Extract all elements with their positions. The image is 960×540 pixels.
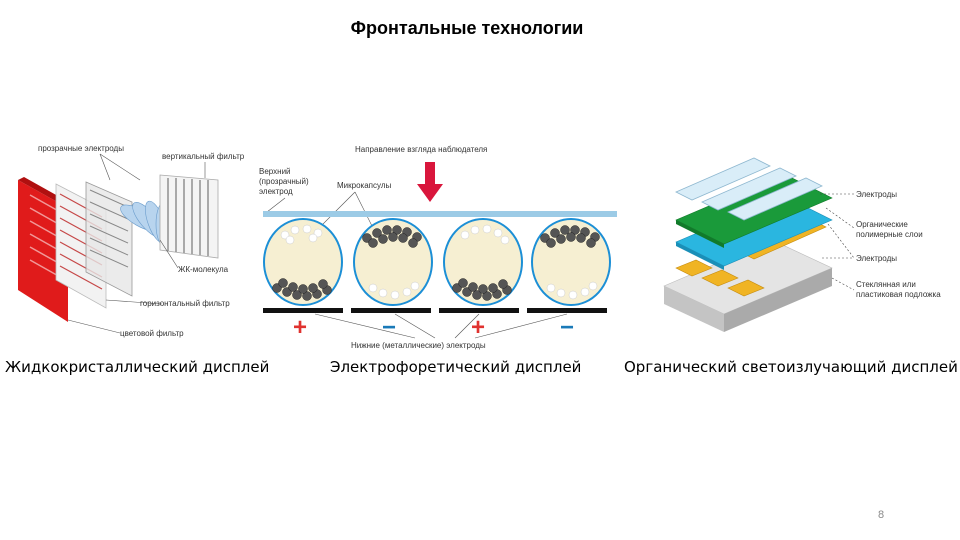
oled-label-organic-1: Органические — [856, 220, 908, 229]
lcd-label-electrodes: прозрачные электроды — [38, 144, 124, 153]
color-filter-panel — [18, 180, 68, 322]
microcapsule-3 — [443, 218, 523, 306]
substrate — [663, 239, 833, 332]
oled-diagram: Электроды Органические полимерные слои Э… — [663, 157, 941, 332]
viewing-direction-arrow — [417, 162, 443, 202]
page-number: 8 — [878, 509, 885, 521]
top-electrodes — [675, 157, 823, 221]
oled-label-substrate-1: Стеклянная или — [856, 280, 916, 289]
electrode-panel — [85, 181, 133, 297]
vertical-filter-panel — [159, 174, 219, 259]
epd-label-top-electrode-2: (прозрачный) — [259, 177, 309, 186]
microcapsule-2 — [353, 218, 433, 306]
oled-label-organic-2: полимерные слои — [856, 230, 923, 239]
microcapsule-4 — [531, 218, 611, 306]
epd-caption: Электрофоретический дисплей — [330, 358, 582, 376]
lcd-label-horizontal-filter: горизонтальный фильтр — [140, 299, 230, 308]
polarity-1: + — [293, 314, 307, 341]
microcapsule-1 — [263, 218, 343, 306]
lcd-caption: Жидкокристаллический дисплей — [5, 358, 270, 376]
lcd-diagram: прозрачные электроды вертикальный фильтр… — [18, 144, 245, 338]
bottom-electrode-1 — [263, 308, 343, 313]
slide-title: Фронтальные технологии — [350, 18, 584, 38]
polarity-4: − — [560, 314, 574, 341]
epd-label-top-electrode-3: электрод — [259, 187, 293, 196]
lcd-label-lc-molecule: ЖК-молекула — [178, 265, 229, 274]
lcd-label-vertical-filter: вертикальный фильтр — [162, 152, 245, 161]
polarity-3: + — [471, 314, 485, 341]
epd-label-bottom-electrodes: Нижние (металлические) электроды — [351, 341, 486, 350]
bottom-electrode-4 — [527, 308, 607, 313]
polarity-2: − — [382, 314, 396, 341]
oled-label-electrodes-bottom: Электроды — [856, 254, 897, 263]
epd-label-viewing-direction: Направление взгляда наблюдателя — [355, 145, 487, 154]
top-electrode — [263, 211, 617, 217]
oled-label-substrate-2: пластиковая подложка — [856, 290, 941, 299]
epd-label-microcapsules: Микрокапсулы — [337, 181, 391, 190]
bottom-electrode-3 — [439, 308, 519, 313]
epd-diagram: Направление взгляда наблюдателя Верхний … — [259, 145, 617, 350]
oled-label-electrodes-top: Электроды — [856, 190, 897, 199]
bottom-electrode-2 — [351, 308, 431, 313]
oled-caption: Органический светоизлучающий дисплей — [624, 358, 958, 376]
lcd-label-color-filter: цветовой фильтр — [120, 329, 184, 338]
epd-label-top-electrode-1: Верхний — [259, 167, 291, 176]
